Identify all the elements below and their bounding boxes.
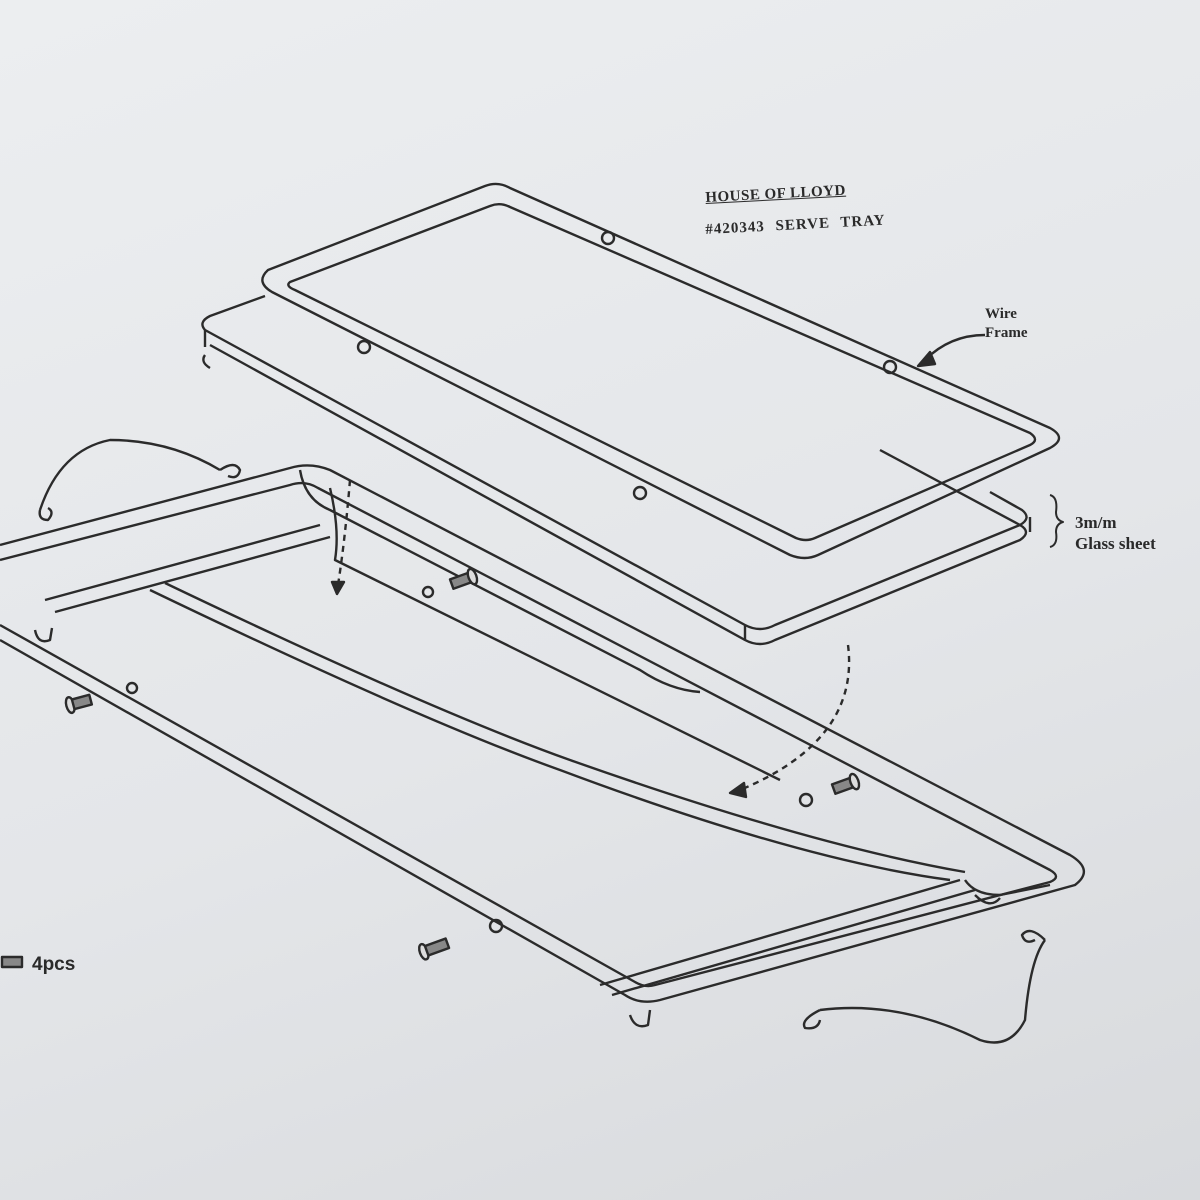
frame-hole bbox=[356, 339, 372, 355]
screw-icon bbox=[830, 772, 861, 796]
tray-feet bbox=[33, 627, 1001, 1028]
tray-hole bbox=[421, 585, 435, 599]
wire-frame-arrow bbox=[924, 333, 986, 361]
tray-handle-right bbox=[802, 929, 1046, 1044]
tray-hole bbox=[798, 792, 814, 808]
dashed-arrow bbox=[336, 479, 352, 586]
wire-frame-label-line: Frame bbox=[985, 325, 1028, 341]
screw-icon bbox=[64, 693, 94, 715]
screw-icon bbox=[448, 567, 479, 591]
glass-brace bbox=[1049, 494, 1064, 548]
frame-hole bbox=[632, 485, 648, 501]
screw-icon bbox=[417, 937, 451, 961]
tray-handle-left bbox=[38, 438, 242, 522]
wire-frame bbox=[261, 182, 1061, 560]
wire-frame-label: Wire Frame bbox=[985, 305, 1027, 343]
frame-hole bbox=[600, 230, 616, 246]
glass-sheet-label: 3m/m Glass sheet bbox=[1075, 512, 1156, 554]
wire-frame-label-line: Wire bbox=[985, 306, 1017, 322]
tray-frame bbox=[0, 464, 1085, 1003]
glass-name: Glass sheet bbox=[1075, 534, 1156, 553]
screw-count-label: 4pcs bbox=[32, 954, 76, 975]
screw-legend-icon bbox=[0, 955, 24, 969]
glass-sheet-lower bbox=[202, 343, 1028, 646]
tray-hole bbox=[125, 681, 139, 695]
frame-hole bbox=[882, 359, 898, 375]
tray-hole bbox=[488, 918, 504, 934]
glass-thickness: 3m/m bbox=[1075, 513, 1117, 532]
glass-sheet-upper bbox=[201, 294, 1032, 640]
